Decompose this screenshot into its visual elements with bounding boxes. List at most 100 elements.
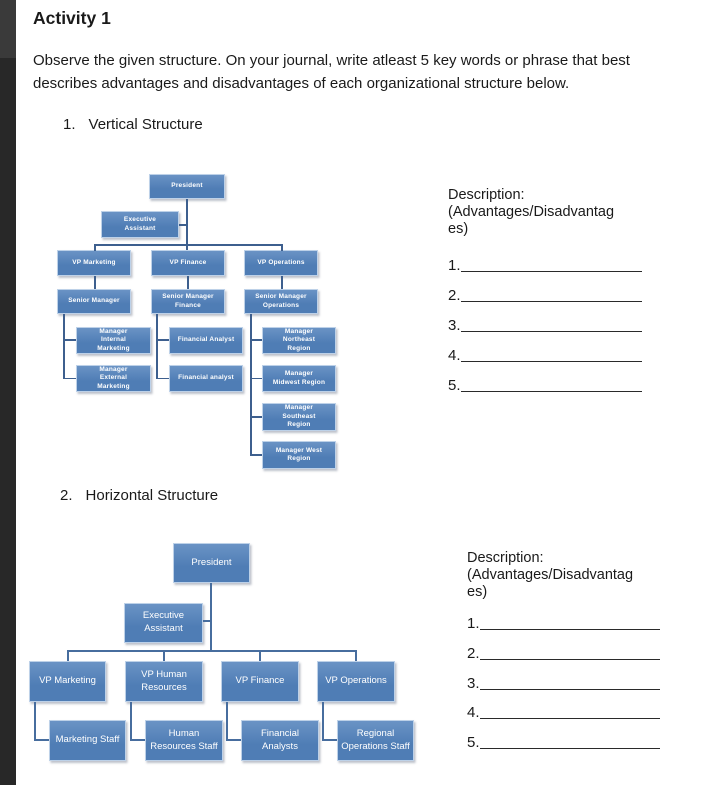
v-org-box-manager-northeast-region: Manager Northeast Region [262, 327, 336, 354]
description-label: Description: [448, 187, 525, 203]
v-org-box-senior-manager: Senior Manager [57, 289, 131, 314]
connector-line [94, 244, 96, 251]
connector-line [156, 314, 158, 379]
connector-line [210, 583, 212, 651]
blank-line [460, 288, 642, 302]
connector-line [250, 454, 262, 456]
connector-line [281, 276, 283, 289]
connector-line [179, 224, 187, 226]
left-edge-strip-top [0, 0, 16, 58]
description-item-5: 5. [467, 733, 660, 751]
section-heading-horizontal: 2. Horizontal Structure [60, 487, 218, 504]
item-number: 2. [448, 287, 461, 304]
connector-line [226, 702, 228, 741]
description-item-1: 1. [467, 614, 660, 632]
connector-line [250, 416, 262, 418]
item-number: 4. [467, 704, 480, 721]
blank-line [479, 705, 660, 719]
connector-line [187, 276, 189, 289]
description-item-4: 4. [448, 346, 642, 364]
v-org-box-executive-assistant: Executive Assistant [101, 211, 179, 238]
connector-line [203, 620, 211, 622]
connector-line [250, 314, 252, 455]
description-label: Description: [467, 550, 544, 566]
connector-line [250, 377, 262, 379]
connector-line [63, 314, 65, 379]
description-block-vertical: Description: (Advantages/Disadvantag es) [448, 187, 653, 238]
h-org-box-human-resources-staff: Human Resources Staff [145, 720, 223, 761]
h-org-box-financial-analysts: Financial Analysts [241, 720, 319, 761]
blank-line [460, 378, 642, 392]
v-org-box-vp-finance: VP Finance [151, 250, 225, 276]
description-item-3: 3. [448, 316, 642, 334]
h-org-box-vp-finance: VP Finance [221, 661, 299, 702]
description-item-4: 4. [467, 703, 660, 721]
blank-line [460, 258, 642, 272]
h-org-box-marketing-staff: Marketing Staff [49, 720, 126, 761]
connector-line [156, 377, 169, 379]
v-org-box-manager-midwest-region: Manager Midwest Region [262, 365, 336, 392]
connector-line [130, 702, 132, 741]
connector-line [322, 702, 324, 741]
activity-title: Activity 1 [33, 8, 111, 28]
connector-line [34, 702, 36, 741]
connector-line [322, 739, 337, 741]
v-org-box-president: President [149, 174, 225, 199]
v-org-box-manager-external-marketing: Manager External Marketing [76, 365, 151, 392]
item-number: 1. [448, 257, 461, 274]
h-org-box-executive-assistant: Executive Assistant [124, 603, 203, 643]
item-number: 5. [448, 377, 461, 394]
connector-line [130, 739, 145, 741]
v-org-box-senior-manager-finance: Senior Manager Finance [151, 289, 225, 314]
item-number: 4. [448, 347, 461, 364]
connector-line [94, 244, 282, 246]
section-label: Vertical Structure [88, 116, 203, 133]
description-subtitle-line2: es) [467, 584, 488, 600]
v-org-box-vp-operations: VP Operations [244, 250, 318, 276]
item-number: 5. [467, 734, 480, 751]
h-org-box-vp-operations: VP Operations [317, 661, 395, 702]
v-org-box-vp-marketing: VP Marketing [57, 250, 131, 276]
description-subtitle-line1: (Advantages/Disadvantag [448, 204, 615, 220]
blank-line [479, 735, 660, 749]
left-edge-strip [0, 0, 16, 785]
connector-line [63, 377, 76, 379]
connector-line [63, 339, 76, 341]
item-number: 3. [448, 317, 461, 334]
blank-line [460, 318, 642, 332]
description-block-horizontal: Description: (Advantages/Disadvantag es) [467, 550, 672, 601]
connector-line [34, 739, 49, 741]
connector-line [281, 244, 283, 251]
item-number: 2. [467, 645, 480, 662]
h-org-box-president: President [173, 543, 250, 583]
v-org-box-senior-manager-operations: Senior Manager Operations [244, 289, 318, 314]
connector-line [163, 650, 165, 661]
v-org-box-financial-analyst-1: Financial Analyst [169, 327, 243, 354]
h-org-box-vp-human-resources: VP Human Resources [125, 661, 203, 702]
h-org-box-vp-marketing: VP Marketing [29, 661, 106, 702]
connector-line [226, 739, 241, 741]
connector-line [259, 650, 261, 661]
instructions-text: Observe the given structure. On your jou… [33, 52, 630, 92]
connector-line [156, 339, 169, 341]
blank-line [479, 646, 660, 660]
description-item-2: 2. [448, 286, 642, 304]
description-subtitle-line2: es) [448, 221, 469, 237]
section-label: Horizontal Structure [85, 487, 219, 504]
v-org-box-manager-internal-marketing: Manager Internal Marketing [76, 327, 151, 354]
section-heading-vertical: 1. Vertical Structure [63, 116, 203, 133]
description-item-1: 1. [448, 256, 642, 274]
section-number: 1. [63, 116, 76, 133]
description-subtitle-line1: (Advantages/Disadvantag [467, 567, 634, 583]
blank-line [479, 676, 660, 690]
h-org-box-regional-operations-staff: Regional Operations Staff [337, 720, 414, 761]
connector-line [355, 650, 357, 661]
description-item-3: 3. [467, 674, 660, 692]
v-org-box-manager-southeast-region: Manager Southeast Region [262, 403, 336, 431]
item-number: 1. [467, 615, 480, 632]
connector-line [94, 276, 96, 289]
item-number: 3. [467, 675, 480, 692]
v-org-box-financial-analyst-2: Financial analyst [169, 365, 243, 392]
connector-line [67, 650, 69, 661]
